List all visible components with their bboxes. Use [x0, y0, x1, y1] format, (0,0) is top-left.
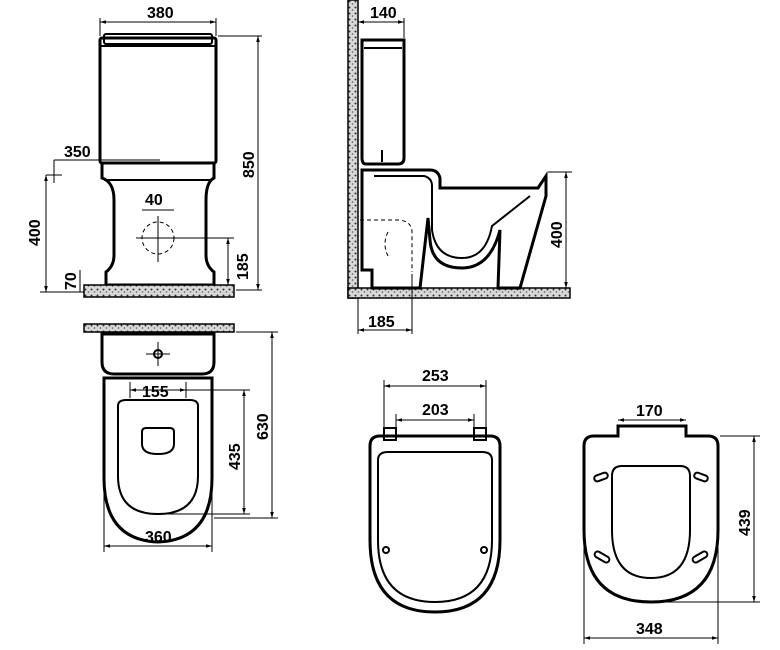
seat-front-view: 253 203	[368, 368, 502, 614]
dim-total-depth: 630	[255, 413, 272, 440]
dim-outlet-height: 185	[235, 253, 252, 280]
dim-top-width: 360	[145, 529, 172, 546]
floor-side	[347, 287, 571, 299]
dim-seat-height: 400	[549, 221, 566, 248]
dim-outlet-distance: 185	[368, 314, 395, 331]
front-view: 380 850 350 400 70 40 185	[27, 5, 262, 298]
dim-inner-width: 155	[142, 384, 169, 401]
seat-lid-inner	[377, 451, 493, 604]
inner-bowl-top	[141, 427, 175, 456]
outlet-dashed-side	[360, 219, 413, 272]
cistern-lid-front	[103, 33, 213, 45]
bowl-top	[102, 376, 214, 544]
side-view: 140 400 185	[347, 0, 572, 334]
cistern-top	[100, 332, 216, 376]
seat-back-view: 170 439 348	[582, 403, 760, 644]
dim-seat-inner-width: 203	[422, 402, 449, 419]
dim-seat-length: 439	[737, 509, 754, 536]
dim-front-height: 850	[241, 151, 258, 178]
dim-seat-width: 348	[636, 621, 663, 638]
dim-inlet-height: 400	[27, 219, 44, 246]
dim-floor-offset: 70	[63, 272, 80, 290]
top-view: 155 435 630 360	[83, 323, 278, 552]
dim-seat-outer-width: 253	[422, 368, 449, 385]
floor-front	[83, 284, 235, 298]
bowl-side	[360, 168, 548, 290]
wall-top	[83, 323, 235, 333]
seat-top	[117, 399, 199, 516]
dim-inlet-offset: 350	[64, 144, 91, 161]
dim-depth: 435	[227, 443, 244, 470]
dim-outlet-dia: 40	[145, 192, 163, 209]
seat-outer	[582, 424, 720, 604]
cistern-side	[360, 38, 406, 166]
seat-lid-outer	[368, 434, 502, 614]
wall-side	[347, 0, 359, 299]
dim-front-width: 380	[147, 5, 174, 22]
cistern-front	[98, 36, 218, 165]
dim-hinge-width: 170	[636, 403, 663, 420]
dim-tank-depth: 140	[370, 5, 397, 22]
seat-opening	[611, 465, 691, 580]
inlet-marker	[46, 159, 160, 183]
